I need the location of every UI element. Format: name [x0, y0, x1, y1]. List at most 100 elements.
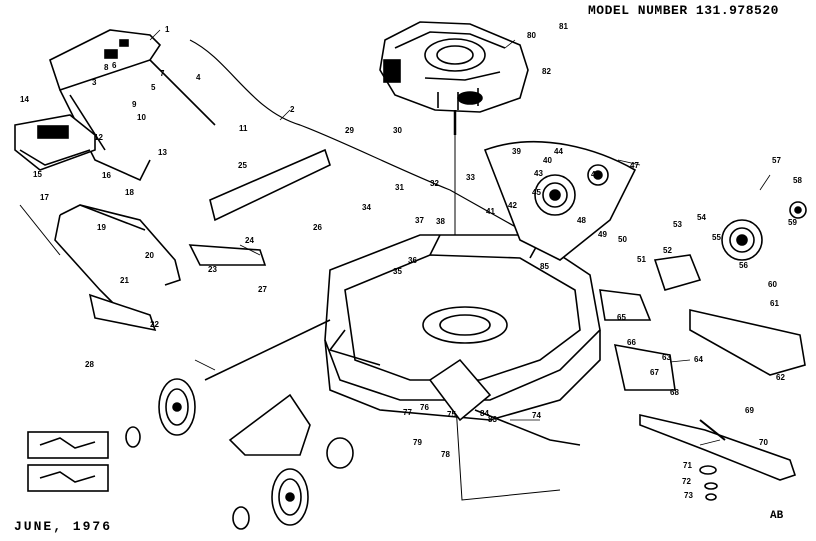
callout-14: 14: [20, 95, 29, 104]
callout-46: 46: [591, 170, 600, 179]
callout-66: 66: [627, 338, 636, 347]
callout-23: 23: [208, 265, 217, 274]
grass-bag-parts: [14, 114, 96, 171]
callout-32: 32: [430, 179, 439, 188]
callout-70: 70: [759, 438, 768, 447]
rear-baffle: [188, 148, 331, 266]
callout-1: 1: [165, 25, 170, 34]
callout-47: 47: [630, 161, 639, 170]
callout-27: 27: [258, 285, 267, 294]
mower-deck: [324, 234, 601, 421]
callout-58: 58: [793, 176, 802, 185]
callout-15: 15: [33, 170, 42, 179]
callout-20: 20: [145, 251, 154, 260]
callout-63: 63: [662, 353, 671, 362]
callout-51: 51: [637, 255, 646, 264]
callout-13: 13: [158, 148, 167, 157]
callout-84: 84: [480, 409, 489, 418]
blade: [639, 413, 797, 501]
deck-plate: [204, 319, 581, 456]
callout-53: 53: [673, 220, 682, 229]
callout-39: 39: [512, 147, 521, 156]
belt-cover: [483, 140, 637, 261]
callout-28: 28: [85, 360, 94, 369]
callout-59: 59: [788, 218, 797, 227]
callout-25: 25: [238, 161, 247, 170]
callout-37: 37: [415, 216, 424, 225]
callout-68: 68: [670, 388, 679, 397]
callout-67: 67: [650, 368, 659, 377]
callout-31: 31: [395, 183, 404, 192]
engine-illustration: [379, 21, 529, 135]
callout-64: 64: [694, 355, 703, 364]
callout-45: 45: [532, 188, 541, 197]
callout-19: 19: [97, 223, 106, 232]
callout-6: 6: [112, 61, 117, 70]
callout-49: 49: [598, 230, 607, 239]
print-date: JUNE, 1976: [14, 519, 113, 534]
callout-33: 33: [466, 173, 475, 182]
callout-5: 5: [151, 83, 156, 92]
callout-38: 38: [436, 217, 445, 226]
callout-80: 80: [527, 31, 536, 40]
callout-50: 50: [618, 235, 627, 244]
callout-26: 26: [313, 223, 322, 232]
callout-77: 77: [403, 408, 412, 417]
callout-18: 18: [125, 188, 134, 197]
callout-30: 30: [393, 126, 402, 135]
callout-2: 2: [290, 105, 295, 114]
callout-9: 9: [132, 100, 137, 109]
callout-17: 17: [40, 193, 49, 202]
callout-60: 60: [768, 280, 777, 289]
callout-24: 24: [245, 236, 254, 245]
callout-44: 44: [554, 147, 563, 156]
callout-81: 81: [559, 22, 568, 31]
callout-10: 10: [137, 113, 146, 122]
callout-61: 61: [770, 299, 779, 308]
wheels: [125, 378, 354, 530]
model-number-title: MODEL NUMBER 131.978520: [588, 3, 779, 18]
callout-29: 29: [345, 126, 354, 135]
callout-42: 42: [508, 201, 517, 210]
callout-3: 3: [92, 78, 97, 87]
callout-36: 36: [408, 256, 417, 265]
callout-11: 11: [239, 124, 248, 133]
callout-57: 57: [772, 156, 781, 165]
callout-73: 73: [684, 491, 693, 500]
callout-72: 72: [682, 477, 691, 486]
callout-79: 79: [413, 438, 422, 447]
callout-56: 56: [739, 261, 748, 270]
callout-16: 16: [102, 171, 111, 180]
callout-35: 35: [393, 267, 402, 276]
callout-74: 74: [532, 411, 541, 420]
callout-62: 62: [776, 373, 785, 382]
callout-52: 52: [663, 246, 672, 255]
callout-41: 41: [486, 207, 495, 216]
callout-12: 12: [94, 133, 103, 142]
callout-34: 34: [362, 203, 371, 212]
callout-8: 8: [104, 63, 109, 72]
callout-55: 55: [712, 233, 721, 242]
callout-83: 83: [488, 415, 497, 424]
callout-48: 48: [577, 216, 586, 225]
callout-69: 69: [745, 406, 754, 415]
callout-40: 40: [543, 156, 552, 165]
callout-7: 7: [160, 69, 165, 78]
lower-handle: [19, 204, 181, 332]
callout-54: 54: [697, 213, 706, 222]
callout-22: 22: [150, 320, 159, 329]
callout-4: 4: [196, 73, 201, 82]
drive-assembly: [599, 201, 807, 391]
callout-71: 71: [683, 461, 692, 470]
callout-65: 65: [617, 313, 626, 322]
callout-76: 76: [420, 403, 429, 412]
page-code: AB: [770, 510, 784, 522]
callout-21: 21: [120, 276, 129, 285]
callout-75: 75: [447, 410, 456, 419]
callout-78: 78: [441, 450, 450, 459]
callout-85: 85: [540, 262, 549, 271]
callout-82: 82: [542, 67, 551, 76]
